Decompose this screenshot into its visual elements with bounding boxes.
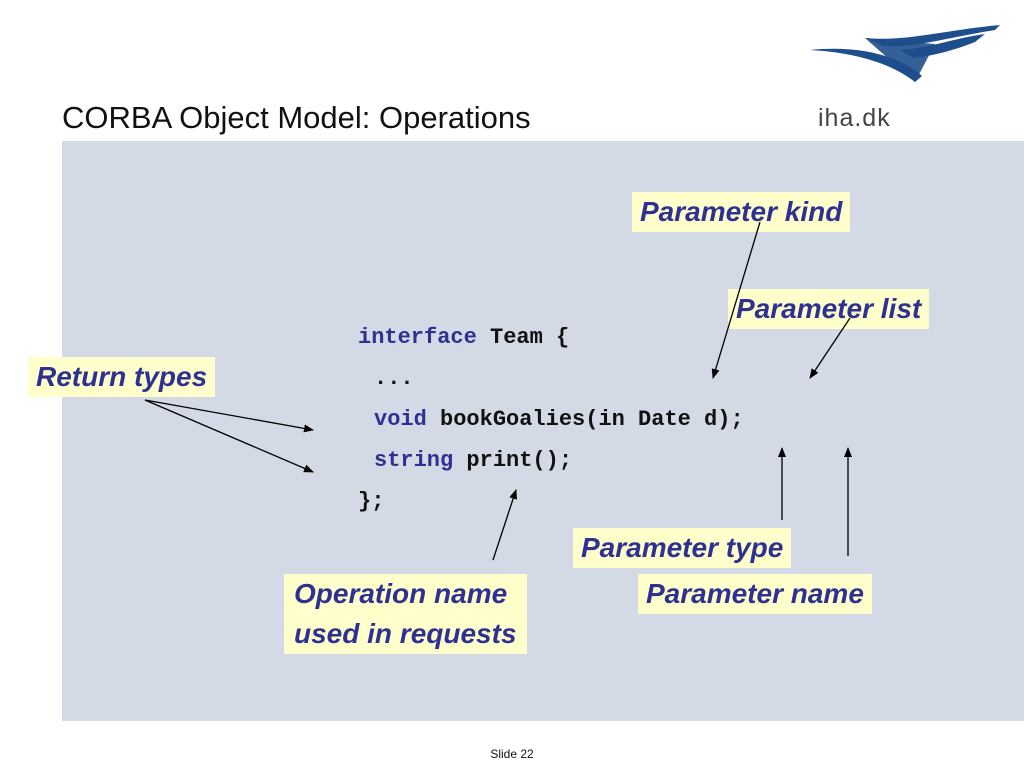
callout-parameter-name: Parameter name: [638, 574, 872, 614]
callout-parameter-kind: Parameter kind: [632, 192, 851, 232]
callout-operation-name-line1: Operation name: [294, 578, 508, 609]
code-text: Team {: [476, 325, 570, 350]
slide-number: Slide 22: [490, 747, 534, 761]
code-line-print: string print();: [374, 448, 572, 473]
code-text: ...: [374, 366, 414, 391]
code-line-interface: interface Team {: [358, 325, 569, 350]
code-line-bookgoalies: void bookGoalies(in Date d);: [374, 407, 744, 432]
code-text: print();: [453, 448, 573, 473]
callout-parameter-type: Parameter type: [573, 528, 792, 568]
code-text: };: [358, 489, 385, 514]
callout-parameter-list: Parameter list: [728, 289, 930, 329]
logo-text: iha.dk: [818, 104, 891, 132]
code-keyword: void: [374, 407, 427, 432]
callout-operation-name-line2: used in requests: [294, 618, 517, 649]
code-keyword: string: [374, 448, 454, 473]
code-line-ellipsis: ...: [374, 366, 414, 391]
iha-logo-icon: [810, 25, 1000, 82]
slide-title: CORBA Object Model: Operations: [62, 100, 531, 135]
code-keyword: interface: [358, 325, 477, 350]
code-text: bookGoalies(in Date d);: [426, 407, 744, 432]
code-line-close: };: [358, 489, 384, 514]
callout-return-types: Return types: [28, 357, 216, 397]
callout-operation-name: Operation name used in requests: [284, 574, 527, 654]
